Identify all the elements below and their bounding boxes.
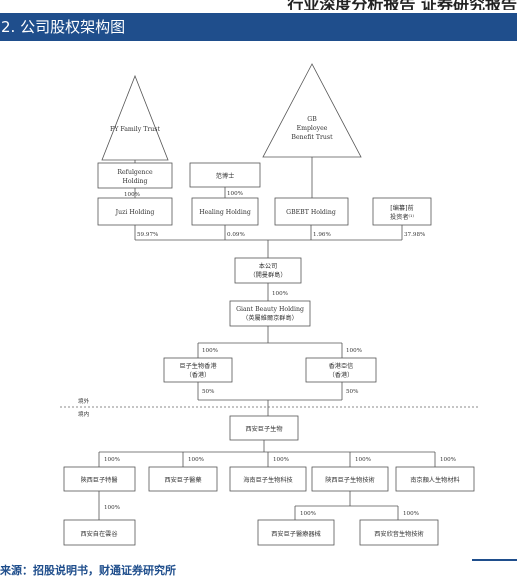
xian-device-label: 西安巨子醫療器械	[271, 530, 321, 538]
xian-tissue-box	[359, 519, 439, 546]
gb-trust-line1: GB	[307, 116, 317, 123]
giant-beauty-line1: Giant Beauty Holding	[236, 306, 304, 313]
pre-ipo-investors-box	[372, 197, 432, 226]
pct-giant-hkbio: 100%	[202, 348, 218, 354]
figure-title: 2. 公司股权架构图	[1, 18, 126, 36]
xian-bio-box	[229, 415, 299, 441]
pct-giant-hkxb: 100%	[346, 348, 362, 354]
pct-xian-c3: 100%	[273, 457, 289, 463]
refulgence-line2: Holding	[123, 178, 148, 185]
report-header-text: 行业深度分析报告 证券研究报告	[287, 0, 517, 10]
fy-trust-label: FY Family Trust	[110, 126, 160, 133]
gb-trust-line2: Employee	[297, 125, 328, 132]
gbebt-holding-box	[274, 197, 349, 226]
gb-trust-line3: Benefit Trust	[291, 134, 333, 141]
hainan-label: 海南巨子生物科技	[243, 476, 293, 484]
gb-trust-triangle	[262, 63, 362, 158]
hk-xb-line2: （香港）	[329, 371, 354, 379]
healing-holding-label: Healing Holding	[199, 209, 251, 216]
pct-xian-c4: 100%	[355, 457, 371, 463]
hk-bio-line1: 巨子生物香港	[179, 362, 217, 370]
shaanxi-bio-box	[311, 466, 389, 492]
pre-ipo-investors-line2: 投资者⁽¹⁾	[390, 213, 415, 221]
fy-trust-triangle	[101, 74, 169, 161]
hk-bio-box	[163, 357, 233, 383]
footer-rule	[472, 559, 517, 561]
company-line2: （開曼群島）	[249, 271, 286, 279]
pct-c1-shop: 100%	[104, 505, 120, 511]
refulgence-line1: Refulgence	[117, 169, 153, 176]
pct-hkxb-xian: 50%	[346, 389, 358, 395]
pct-hkbio-xian: 50%	[202, 389, 214, 395]
xian-pharma-box	[148, 466, 218, 492]
nanjing-box	[395, 466, 475, 492]
fan-label: 范博士	[216, 172, 235, 180]
pct-refulgence-juzi: 100%	[124, 192, 140, 198]
report-header-banner: 行业深度分析报告 证券研究报告	[0, 0, 517, 10]
hk-bio-line2: （香港）	[186, 371, 211, 379]
company-box	[234, 257, 302, 284]
pct-juzi: 59.97%	[137, 232, 158, 238]
shaanxi-tech-label: 陝西巨子特醫	[80, 476, 117, 484]
hainan-box	[229, 466, 307, 492]
juzi-holding-label: Juzi Holding	[115, 209, 155, 216]
pct-c4-device: 100%	[300, 511, 316, 517]
pct-gbebt: 1.96%	[313, 232, 331, 238]
gbebt-holding-label: GBEBT Holding	[286, 209, 336, 216]
xian-shop-box	[63, 519, 136, 546]
pct-investors: 37.98%	[404, 232, 425, 238]
pct-xian-c1: 100%	[104, 457, 120, 463]
pct-fan-healing: 100%	[227, 191, 243, 197]
nanjing-label: 南京顏人生物材料	[410, 476, 460, 484]
xian-pharma-label: 西安巨子醫藥	[164, 476, 201, 484]
pct-xian-c5: 100%	[440, 457, 456, 463]
source-note: 来源：招股说明书，财通证券研究所	[0, 564, 176, 577]
shaanxi-tech-box	[63, 466, 136, 492]
shaanxi-bio-label: 陝西巨子生物技術	[325, 476, 375, 484]
pre-ipo-investors-line1: [编纂]前	[390, 204, 413, 212]
pct-company-giant: 100%	[272, 291, 288, 297]
xian-device-box	[257, 519, 335, 546]
xian-shop-label: 西安自在雲谷	[80, 530, 117, 538]
figure-title-bar: 2. 公司股权架构图	[0, 13, 517, 41]
pct-xian-c2: 100%	[188, 457, 204, 463]
hk-xb-line1: 香港亞信	[329, 362, 354, 370]
giant-beauty-box	[229, 300, 311, 327]
xian-bio-label: 西安巨子生物	[245, 425, 282, 433]
overseas-label: 境外	[78, 397, 90, 405]
refulgence-box	[97, 162, 173, 189]
xian-tissue-label: 西安欣音生物技術	[374, 530, 424, 538]
company-line1: 本公司	[259, 262, 278, 270]
domestic-label: 境内	[78, 410, 90, 418]
pct-c4-tissue: 100%	[403, 511, 419, 517]
hk-xb-box	[305, 357, 377, 383]
giant-beauty-line2: （英屬維爾京群島）	[242, 314, 298, 322]
pct-healing: 0.09%	[227, 232, 245, 238]
